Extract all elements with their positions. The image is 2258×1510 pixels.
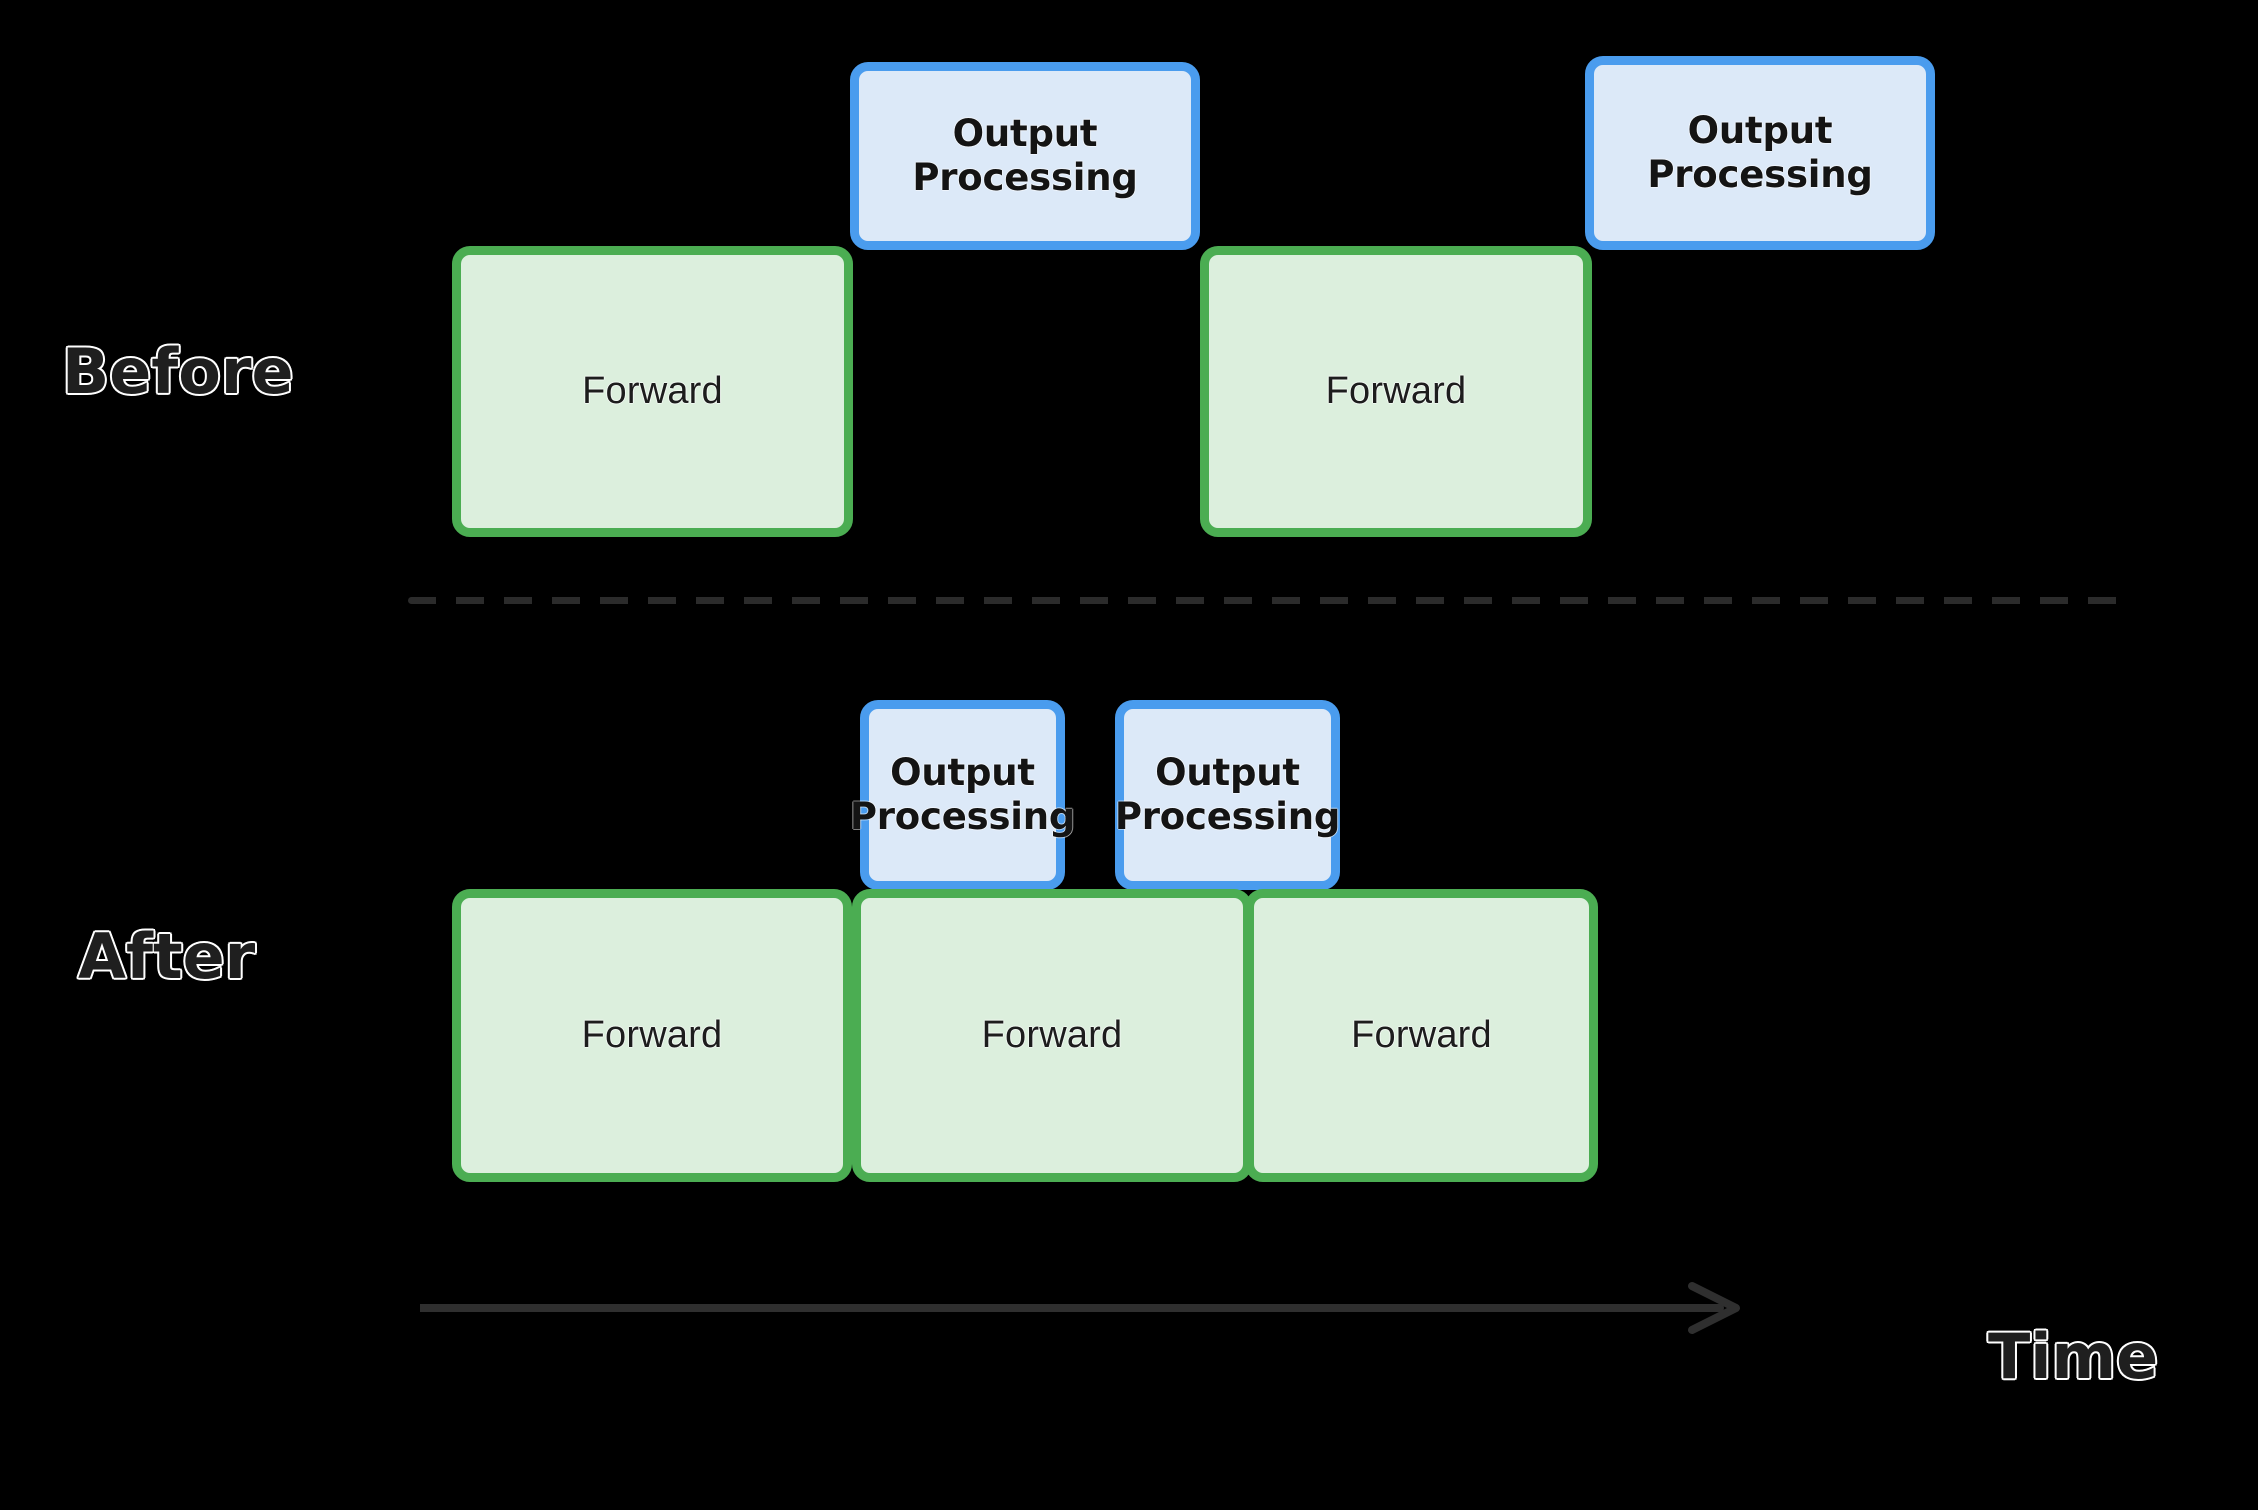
forward-label: Forward <box>581 1013 723 1056</box>
output-processing-line-2: Processing <box>1647 153 1873 196</box>
output-processing-line-2: Processing <box>1114 795 1341 838</box>
after-forward-block-3: Forward <box>1245 889 1598 1182</box>
before-forward-block-1: Forward <box>452 246 853 537</box>
forward-label: Forward <box>981 1013 1123 1056</box>
output-processing-label: Output Processing <box>849 750 1076 840</box>
time-axis-arrow <box>420 1282 1740 1334</box>
output-processing-line-2: Processing <box>912 156 1138 199</box>
after-output-processing-block-2: Output Processing <box>1115 700 1340 890</box>
section-divider <box>408 597 2126 604</box>
row-label-after: After <box>77 919 257 995</box>
time-axis-label: Time <box>1987 1319 2160 1395</box>
forward-label: Forward <box>582 369 723 412</box>
before-output-processing-block-1: Output Processing <box>850 62 1200 250</box>
after-forward-block-1: Forward <box>452 889 852 1182</box>
output-processing-line-1: Output <box>890 750 1035 794</box>
output-processing-label: Output Processing <box>1114 750 1341 840</box>
before-forward-block-2: Forward <box>1200 246 1592 537</box>
output-processing-label: Output Processing <box>1647 108 1873 198</box>
output-processing-line-2: Processing <box>849 795 1076 838</box>
output-processing-line-1: Output <box>1155 750 1300 794</box>
output-processing-line-1: Output <box>952 111 1098 155</box>
forward-label: Forward <box>1325 369 1467 412</box>
forward-label: Forward <box>1351 1013 1492 1056</box>
before-output-processing-block-2: Output Processing <box>1585 56 1935 250</box>
after-output-processing-block-1: Output Processing <box>850 700 1075 890</box>
after-forward-block-2: Forward <box>852 889 1252 1182</box>
row-label-before: Before <box>61 334 295 410</box>
output-processing-label: Output Processing <box>912 111 1138 201</box>
time-axis-arrowhead-icon <box>1688 1282 1740 1334</box>
output-processing-line-1: Output <box>1687 108 1833 152</box>
